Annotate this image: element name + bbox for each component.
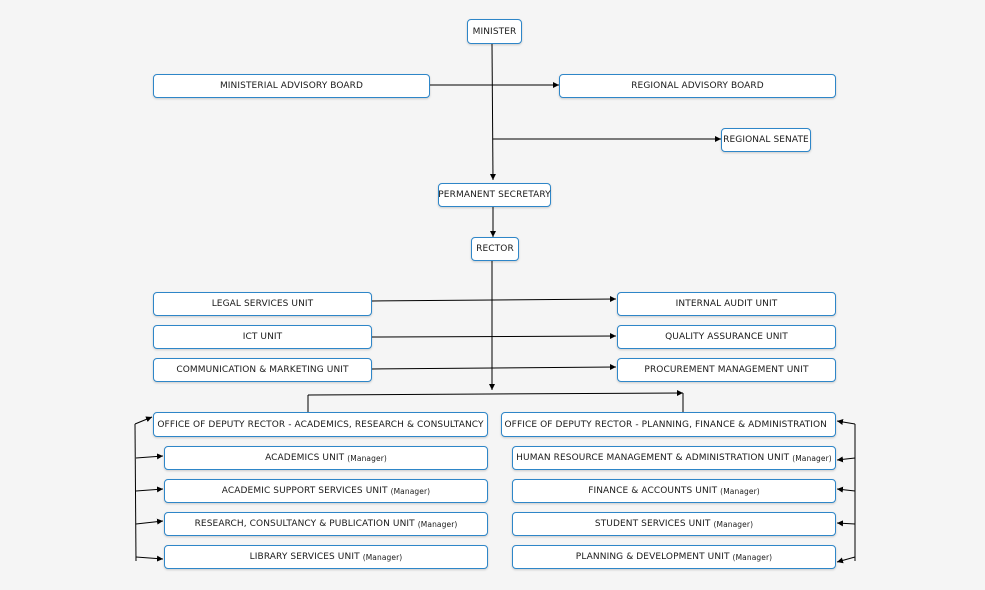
left-unit-box: ACADEMICS UNIT(Manager) <box>164 446 488 470</box>
procurement-management-unit-box: PROCUREMENT MANAGEMENT UNIT <box>617 358 836 382</box>
deputy-rector-academics-label: OFFICE OF DEPUTY RECTOR - ACADEMICS, RES… <box>157 419 484 430</box>
left-unit-box: ACADEMIC SUPPORT SERVICES UNIT(Manager) <box>164 479 488 503</box>
rector-box: RECTOR <box>471 237 519 261</box>
communication-marketing-unit-label: COMMUNICATION & MARKETING UNIT <box>176 365 349 375</box>
left-unit-role: (Manager) <box>390 486 431 496</box>
legal-services-unit-box: LEGAL SERVICES UNIT <box>153 292 372 316</box>
right-unit-label: HUMAN RESOURCE MANAGEMENT & ADMINISTRATI… <box>516 453 790 463</box>
regional-advisory-board-label: REGIONAL ADVISORY BOARD <box>631 81 764 91</box>
left-unit-role: (Manager) <box>362 552 403 562</box>
left-unit-label: LIBRARY SERVICES UNIT <box>249 552 360 562</box>
permanent-secretary-box: PERMANENT SECRETARY <box>438 183 551 207</box>
right-unit-role: (Manager) <box>732 552 773 562</box>
left-unit-role: (Manager) <box>417 519 458 529</box>
internal-audit-unit-label: INTERNAL AUDIT UNIT <box>675 299 778 309</box>
right-unit-label: PLANNING & DEVELOPMENT UNIT <box>575 552 730 562</box>
right-unit-label: STUDENT SERVICES UNIT <box>594 519 711 529</box>
deputy-rector-planning-label: OFFICE OF DEPUTY RECTOR - PLANNING, FINA… <box>504 419 827 430</box>
left-bracket-arrow <box>135 518 164 525</box>
internal-audit-unit-box: INTERNAL AUDIT UNIT <box>617 292 836 316</box>
deputy-split-arrow <box>307 390 684 397</box>
permanent-secretary-label: PERMANENT SECRETARY <box>438 190 551 200</box>
right-bracket-arrow <box>836 520 856 527</box>
communication-marketing-unit-box: COMMUNICATION & MARKETING UNIT <box>153 358 372 382</box>
right-unit-box: HUMAN RESOURCE MANAGEMENT & ADMINISTRATI… <box>512 446 836 470</box>
regional-senate-box: REGIONAL SENATE <box>721 128 811 152</box>
right-unit-role: (Manager) <box>713 519 754 529</box>
ministerial-advisory-board-label: MINISTERIAL ADVISORY BOARD <box>219 81 364 91</box>
quality-assurance-unit-label: QUALITY ASSURANCE UNIT <box>665 332 788 342</box>
left-bracket-arrow <box>135 486 164 493</box>
ict-to-quality-arrow <box>371 333 617 340</box>
right-unit-box: FINANCE & ACCOUNTS UNIT(Manager) <box>512 479 836 503</box>
deputy-rector-academics-box: OFFICE OF DEPUTY RECTOR - ACADEMICS, RES… <box>153 412 488 437</box>
left-unit-role: (Manager) <box>347 453 387 463</box>
left-bracket-arrow <box>135 453 164 460</box>
minister-label: MINISTER <box>472 26 517 37</box>
right-unit-box: PLANNING & DEVELOPMENT UNIT(Manager) <box>512 545 836 569</box>
right-bracket-arrow <box>836 456 856 463</box>
quality-assurance-unit-box: QUALITY ASSURANCE UNIT <box>617 325 836 349</box>
left-unit-label: RESEARCH, CONSULTANCY & PUBLICATION UNIT <box>194 519 415 529</box>
regional-senate-label: REGIONAL SENATE <box>723 135 809 145</box>
left-unit-label: ACADEMIC SUPPORT SERVICES UNIT <box>221 486 388 496</box>
left-bracket-line <box>134 423 137 562</box>
right-unit-box: STUDENT SERVICES UNIT(Manager) <box>512 512 836 536</box>
left-unit-label: ACADEMICS UNIT <box>265 453 345 463</box>
procurement-management-unit-label: PROCUREMENT MANAGEMENT UNIT <box>644 365 809 375</box>
right-bracket-arrow <box>836 419 856 425</box>
left-bracket-arrow <box>135 555 164 562</box>
right-unit-role: (Manager) <box>792 453 832 463</box>
legal-to-audit-arrow <box>371 296 617 303</box>
rector-label: RECTOR <box>476 244 514 254</box>
left-unit-box: LIBRARY SERVICES UNIT(Manager) <box>164 545 488 569</box>
deputy-rector-planning-box: OFFICE OF DEPUTY RECTOR - PLANNING, FINA… <box>501 412 836 437</box>
legal-services-unit-label: LEGAL SERVICES UNIT <box>211 299 314 309</box>
ict-unit-box: ICT UNIT <box>153 325 372 349</box>
right-bracket-arrow <box>836 556 856 564</box>
minister-box: MINISTER <box>467 19 522 44</box>
left-bracket-arrow <box>134 416 153 425</box>
minister-to-secretary-arrow <box>489 43 496 181</box>
comm-to-procurement-arrow <box>371 364 617 371</box>
left-unit-box: RESEARCH, CONSULTANCY & PUBLICATION UNIT… <box>164 512 488 536</box>
right-bracket-arrow <box>836 486 856 493</box>
right-unit-label: FINANCE & ACCOUNTS UNIT <box>588 486 718 496</box>
ministerial-advisory-board-box: MINISTERIAL ADVISORY BOARD <box>153 74 430 98</box>
ict-unit-label: ICT UNIT <box>242 332 283 342</box>
right-unit-role: (Manager) <box>720 486 760 496</box>
regional-advisory-board-box: REGIONAL ADVISORY BOARD <box>559 74 836 98</box>
